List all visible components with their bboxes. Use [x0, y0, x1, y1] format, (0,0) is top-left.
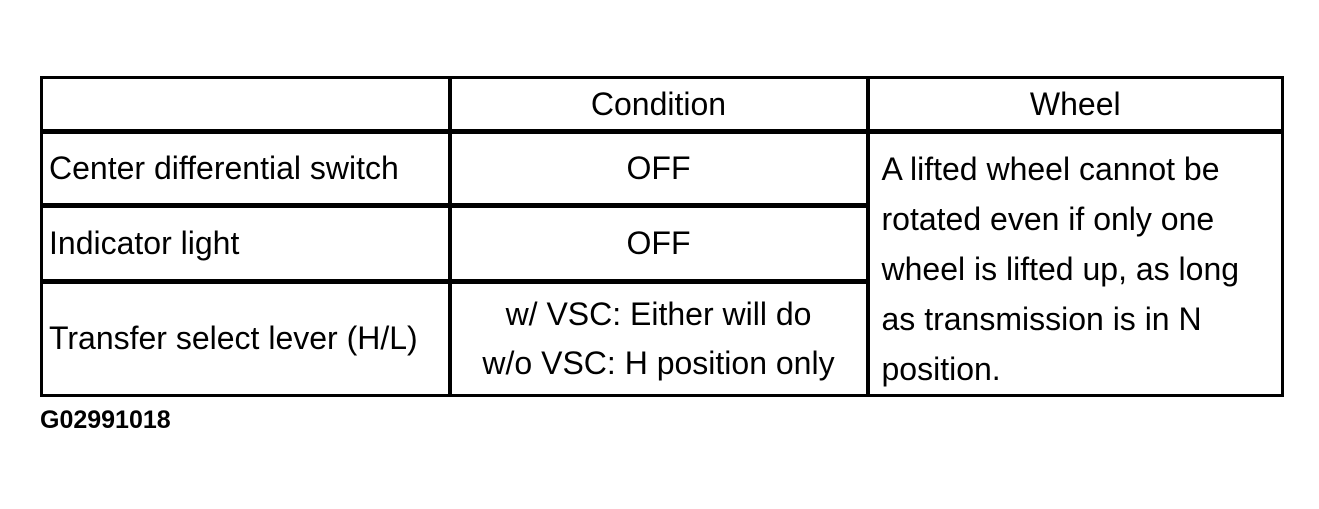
condition-line-with-vsc: w/ VSC: Either will do — [505, 295, 812, 332]
header-cell-wheel: Wheel — [865, 76, 1284, 134]
header-row: Condition Wheel — [40, 76, 1284, 134]
condition-cell-indicator-light: OFF — [447, 203, 870, 284]
item-cell-transfer-select-lever: Transfer select lever (H/L) — [40, 278, 452, 398]
item-cell-center-differential-switch: Center differential switch — [40, 128, 452, 209]
table-row-indicator-light: Indicator light OFF — [40, 203, 1283, 284]
item-cell-indicator-light: Indicator light — [40, 203, 452, 284]
wheel-note-cell: A lifted wheel cannot be rotated even if… — [865, 129, 1284, 397]
condition-line-without-vsc: w/o VSC: H position only — [482, 344, 835, 381]
center-differential-spec-table: Condition Wheel Center differential swit… — [40, 76, 1284, 398]
figure-id-caption: G02991018 — [40, 406, 171, 434]
header-cell-condition: Condition — [447, 76, 870, 134]
table-row-center-differential-switch: Center differential switch OFF A lifted … — [40, 128, 1284, 397]
table-row-transfer-select-lever: Transfer select lever (H/L) w/ VSC: Eith… — [40, 278, 1283, 398]
wheel-note-text: A lifted wheel cannot be rotated even if… — [881, 151, 1240, 387]
condition-cell-transfer-select-lever: w/ VSC: Either will do w/o VSC: H positi… — [447, 278, 870, 398]
header-cell-item — [40, 76, 452, 134]
condition-cell-center-differential-switch: OFF — [447, 128, 870, 209]
